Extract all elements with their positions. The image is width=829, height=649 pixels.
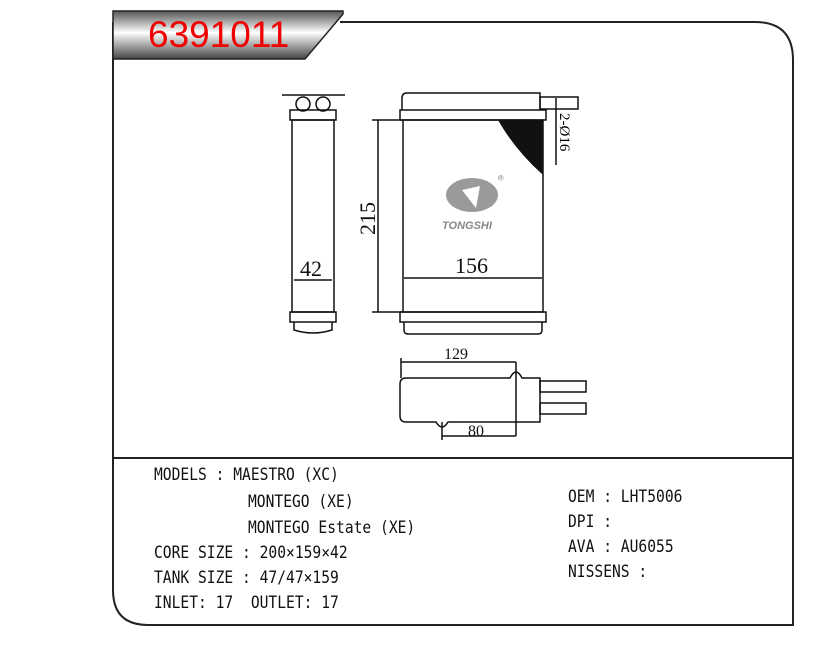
dpi-number: DPI : <box>568 512 613 532</box>
fin-detail <box>498 120 543 175</box>
ava-number: AVA : AU6055 <box>568 537 674 557</box>
dim-height: 215 <box>355 202 380 235</box>
svg-text:TONGSHI: TONGSHI <box>442 220 493 232</box>
inlet-outlet: INLET: 17 OUTLET: 17 <box>154 593 339 613</box>
dim-width-side: 42 <box>300 256 322 281</box>
nissens-number: NISSENS : <box>568 562 648 582</box>
bottom-view <box>399 358 587 440</box>
svg-text:®: ® <box>498 174 504 184</box>
tongshi-logo: TONGSHI ® <box>442 174 504 232</box>
part-number-title: 6391011 <box>148 14 290 55</box>
dim-bottom-total: 129 <box>444 346 468 363</box>
tank-size: TANK SIZE : 47/47×159 <box>154 568 339 588</box>
core-size: CORE SIZE : 200×159×42 <box>154 543 348 563</box>
dim-pipe: 2-Ø16 <box>556 113 572 152</box>
models-line-2: MONTEGO (XE) <box>248 492 354 512</box>
side-view <box>282 94 345 334</box>
models-line-3: MONTEGO Estate (XE) <box>248 518 416 538</box>
dim-width-core: 156 <box>455 253 488 278</box>
oem-number: OEM : LHT5006 <box>568 487 683 507</box>
front-view <box>372 92 579 335</box>
title-banner <box>112 10 344 60</box>
models-line: MODELS : MAESTRO (XC) <box>154 465 339 485</box>
dim-bottom-hole: 80 <box>468 423 484 440</box>
